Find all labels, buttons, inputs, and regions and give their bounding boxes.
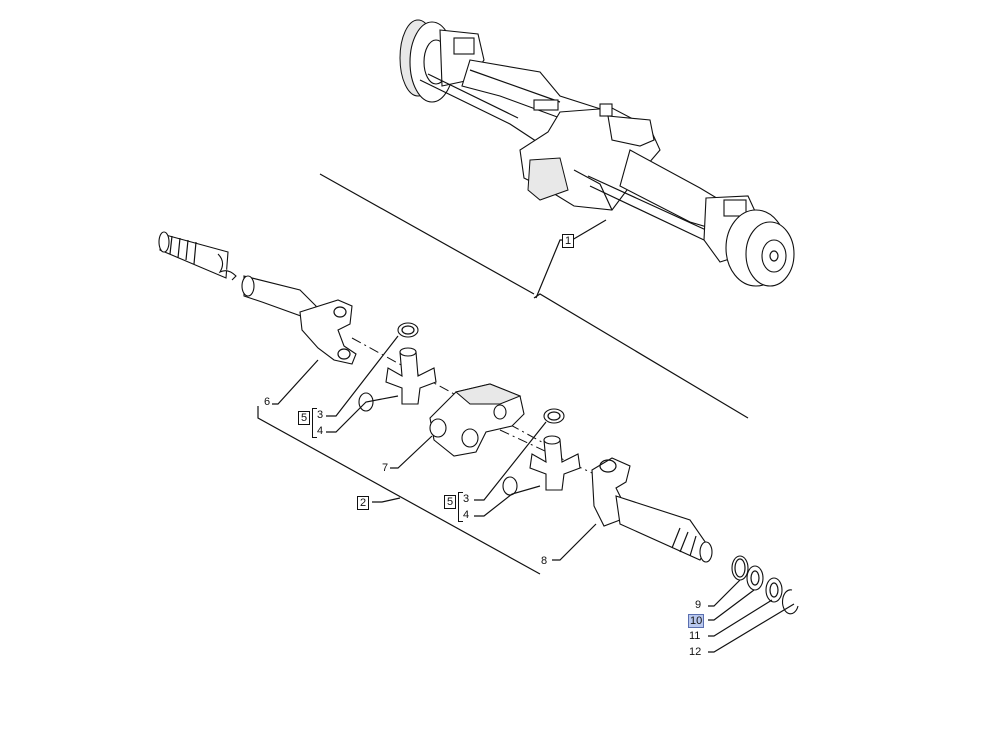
callout-8[interactable]: 8 bbox=[541, 555, 548, 567]
bracket-upper bbox=[312, 408, 317, 438]
callout-7[interactable]: 7 bbox=[382, 462, 389, 474]
callout-5-lower[interactable]: 5 bbox=[444, 495, 457, 509]
callout-1[interactable]: 1 bbox=[562, 234, 575, 248]
leader-1b bbox=[571, 219, 607, 241]
callout-3-lower[interactable]: 3 bbox=[463, 493, 470, 505]
callout-2[interactable]: 2 bbox=[357, 496, 370, 510]
explode-line-upper bbox=[319, 173, 749, 419]
callout-6[interactable]: 6 bbox=[264, 396, 271, 408]
callout-4-upper[interactable]: 4 bbox=[317, 425, 324, 437]
leader-1 bbox=[535, 239, 572, 299]
left-shaft bbox=[158, 231, 357, 365]
right-shaft bbox=[591, 457, 713, 563]
lower-cross-kit bbox=[502, 408, 581, 496]
center-coupler bbox=[429, 383, 525, 457]
callout-5-upper[interactable]: 5 bbox=[298, 411, 311, 425]
explode-line-lower bbox=[257, 406, 541, 575]
callout-9[interactable]: 9 bbox=[695, 599, 702, 611]
end-rings bbox=[731, 555, 799, 615]
axle-assembly bbox=[399, 19, 795, 287]
leader-lines bbox=[272, 335, 795, 653]
bracket-lower bbox=[458, 492, 463, 522]
callout-10-highlighted[interactable]: 10 bbox=[688, 614, 705, 628]
callout-12[interactable]: 12 bbox=[689, 646, 702, 658]
callout-11[interactable]: 11 bbox=[689, 630, 701, 642]
callout-3-upper[interactable]: 3 bbox=[317, 409, 324, 421]
callout-4-lower[interactable]: 4 bbox=[463, 509, 470, 521]
